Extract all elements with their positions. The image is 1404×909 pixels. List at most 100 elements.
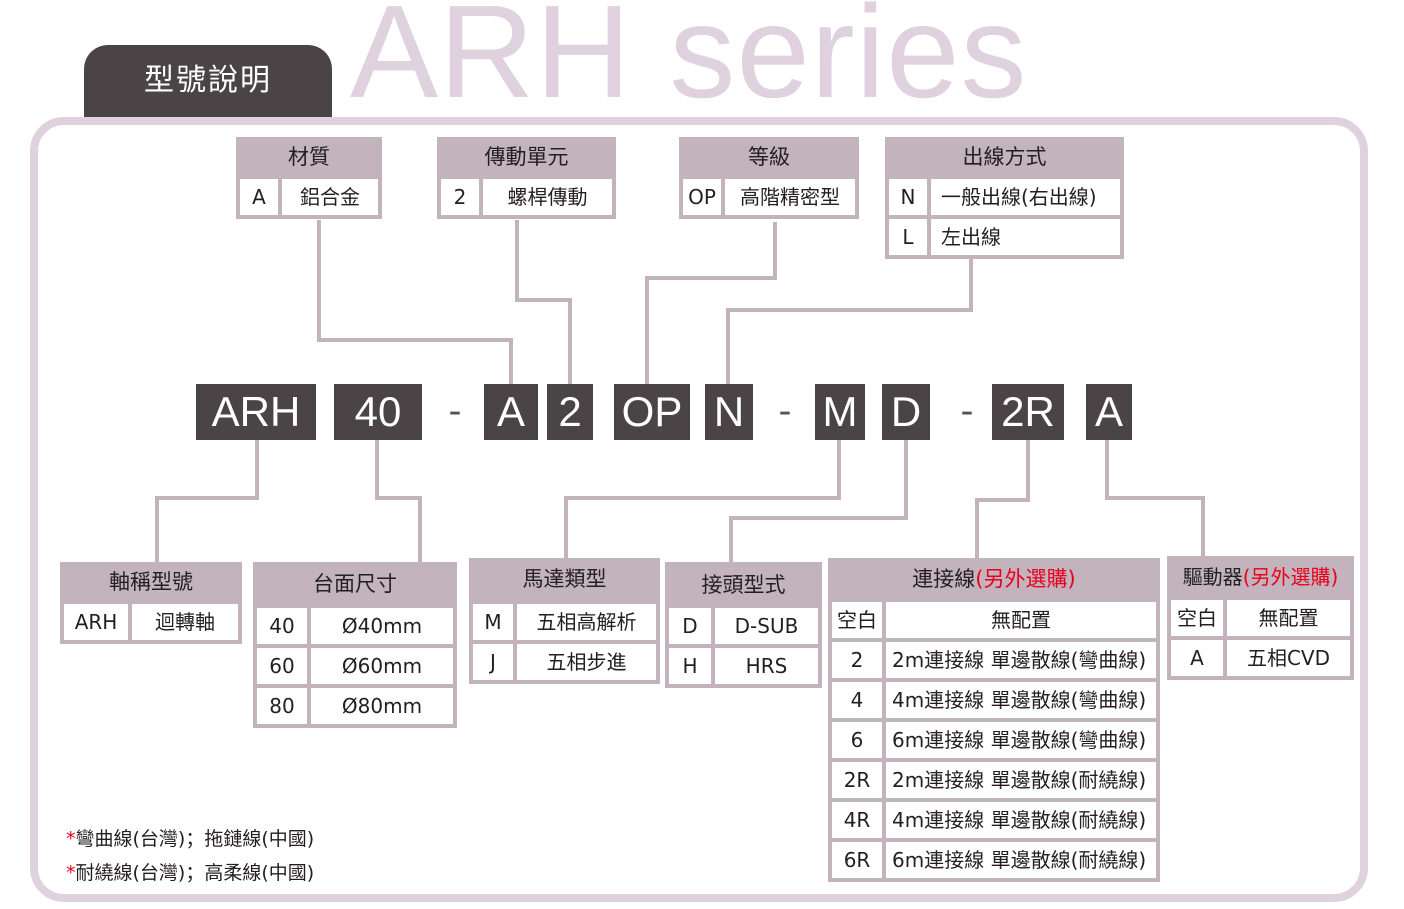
table-size-desc-40: Ø40mm <box>311 608 453 644</box>
cable-row-6: 6 6m連接線 單邊散線(彎曲線) <box>832 722 1156 758</box>
connector-desc-d: D-SUB <box>715 608 818 644</box>
cable-row-blank: 空白 無配置 <box>832 602 1156 638</box>
connector-row-h: H HRS <box>669 648 818 684</box>
driver-code-a: A <box>1171 640 1223 676</box>
transmission-title: 傳動單元 <box>484 145 569 169</box>
driver-title: 驅動器(另外選購) <box>1171 556 1350 596</box>
transmission-box: 傳動單元 2 螺桿傳動 <box>437 137 616 219</box>
table-size-row-60: 60 Ø60mm <box>257 648 453 684</box>
cable-title-text: 連接線 <box>912 567 976 591</box>
cable-code-blank: 空白 <box>832 602 882 638</box>
cable-row-6r: 6R 6m連接線 單邊散線(耐繞線) <box>832 842 1156 878</box>
cable-code-6r: 6R <box>832 842 882 878</box>
line-cable-exit <box>726 252 973 384</box>
code-grade: OP <box>614 384 690 440</box>
motor-type-box: 馬達類型 M 五相高解析 J 五相步進 <box>469 558 660 684</box>
footnote-star-2: * <box>66 862 76 884</box>
code-dash-1: - <box>448 391 462 432</box>
driver-title-note: (另外選購) <box>1242 565 1339 589</box>
axis-model-desc: 迴轉軸 <box>132 604 238 640</box>
footnote-winding-cable: *耐繞線(台灣)；高柔線(中國) <box>66 858 314 885</box>
grade-code: OP <box>683 179 721 215</box>
table-size-code-40: 40 <box>257 608 307 644</box>
motor-type-code-m: M <box>473 604 513 640</box>
table-size-desc-60: Ø60mm <box>311 648 453 684</box>
cable-exit-row-n: N 一般出線(右出線) <box>889 179 1120 215</box>
cable-desc-4: 4m連接線 單邊散線(彎曲線) <box>886 682 1156 718</box>
cable-exit-code-l: L <box>889 219 927 255</box>
material-desc: 鋁合金 <box>282 179 378 215</box>
cable-desc-2: 2m連接線 單邊散線(彎曲線) <box>886 642 1156 678</box>
table-size-row-40: 40 Ø40mm <box>257 608 453 644</box>
motor-type-row-j: J 五相步進 <box>473 644 656 680</box>
table-size-code-60: 60 <box>257 648 307 684</box>
code-size: 40 <box>334 384 422 440</box>
line-material <box>317 220 513 384</box>
connector-row-d: D D-SUB <box>669 608 818 644</box>
connector-code-h: H <box>669 648 711 684</box>
cable-exit-row-l: L 左出線 <box>889 219 1120 255</box>
connector-desc-h: HRS <box>715 648 818 684</box>
series-title: ARH series <box>350 0 1028 125</box>
line-connector <box>729 440 908 562</box>
driver-row-blank: 空白 無配置 <box>1171 600 1350 636</box>
table-size-row-80: 80 Ø80mm <box>257 688 453 724</box>
cable-row-4: 4 4m連接線 單邊散線(彎曲線) <box>832 682 1156 718</box>
footnote-star-1: * <box>66 828 76 850</box>
driver-title-text: 驅動器 <box>1182 565 1243 589</box>
table-size-code-80: 80 <box>257 688 307 724</box>
footnote-bending-cable: *彎曲線(台灣)；拖鏈線(中國) <box>66 824 314 851</box>
code-cable: 2R <box>992 384 1064 440</box>
grade-desc: 高階精密型 <box>725 179 855 215</box>
code-material: A <box>484 384 538 440</box>
code-connector: D <box>882 384 930 440</box>
grade-title: 等級 <box>748 145 790 169</box>
material-row: A 鋁合金 <box>240 179 378 215</box>
driver-code-blank: 空白 <box>1171 600 1223 636</box>
cable-desc-2r: 2m連接線 單邊散線(耐繞線) <box>886 762 1156 798</box>
cable-exit-desc-n: 一般出線(右出線) <box>931 179 1120 215</box>
line-grade <box>645 222 777 384</box>
cable-box: 連接線(另外選購) 空白 無配置 2 2m連接線 單邊散線(彎曲線) 4 4m連… <box>828 558 1160 882</box>
grade-row: OP 高階精密型 <box>683 179 855 215</box>
cable-desc-blank: 無配置 <box>886 602 1156 638</box>
material-code: A <box>240 179 278 215</box>
table-size-desc-80: Ø80mm <box>311 688 453 724</box>
code-dash-3: - <box>960 391 974 432</box>
motor-type-desc-j: 五相步進 <box>517 644 656 680</box>
driver-desc-blank: 無配置 <box>1227 600 1350 636</box>
driver-desc-a: 五相CVD <box>1227 640 1350 676</box>
axis-model-box: 軸稱型號 ARH 迴轉軸 <box>60 562 242 644</box>
axis-model-row: ARH 迴轉軸 <box>64 604 238 640</box>
cable-title: 連接線(另外選購) <box>832 558 1156 598</box>
cable-code-4r: 4R <box>832 802 882 838</box>
connector-code-d: D <box>669 608 711 644</box>
cable-exit-title: 出線方式 <box>962 145 1047 169</box>
line-axis-model <box>155 440 259 562</box>
cable-code-6: 6 <box>832 722 882 758</box>
cable-exit-code-n: N <box>889 179 927 215</box>
footnote-text-1: 彎曲線(台灣)；拖鏈線(中國) <box>75 828 315 850</box>
line-driver <box>1105 440 1205 558</box>
connector-box: 接頭型式 D D-SUB H HRS <box>665 562 822 688</box>
motor-type-code-j: J <box>473 644 513 680</box>
axis-model-code: ARH <box>64 604 128 640</box>
cable-desc-6r: 6m連接線 單邊散線(耐繞線) <box>886 842 1156 878</box>
grade-box: 等級 OP 高階精密型 <box>679 137 859 219</box>
line-table-size <box>375 440 422 562</box>
table-size-title: 台面尺寸 <box>313 572 397 596</box>
code-driver: A <box>1086 384 1132 440</box>
cable-code-2: 2 <box>832 642 882 678</box>
driver-row-a: A 五相CVD <box>1171 640 1350 676</box>
cable-row-2r: 2R 2m連接線 單邊散線(耐繞線) <box>832 762 1156 798</box>
connector-title: 接頭型式 <box>701 573 786 597</box>
code-cable-exit: N <box>705 384 753 440</box>
transmission-code: 2 <box>441 179 479 215</box>
content-frame <box>30 117 1368 902</box>
transmission-row: 2 螺桿傳動 <box>441 179 612 215</box>
line-cable <box>975 440 1030 560</box>
cable-row-4r: 4R 4m連接線 單邊散線(耐繞線) <box>832 802 1156 838</box>
motor-type-title: 馬達類型 <box>522 567 607 591</box>
cable-code-4: 4 <box>832 682 882 718</box>
